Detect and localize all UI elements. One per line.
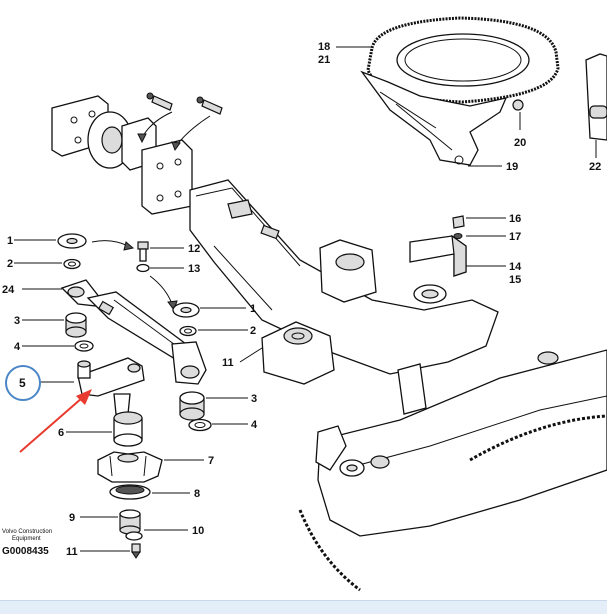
bolt-20 [512, 99, 524, 111]
lower-bracket [261, 321, 335, 385]
callout-16: 16 [509, 213, 521, 225]
bushing-3a [65, 312, 87, 338]
bolt-11 [131, 543, 141, 559]
part-22-edge [585, 53, 607, 141]
callout-1: 1 [7, 235, 13, 247]
bracket-block [141, 139, 193, 215]
bolt-pair-top [146, 92, 223, 115]
callout-8: 8 [194, 488, 200, 500]
callout-17: 17 [509, 231, 521, 243]
exploded-parts-diagram: 1 2 24 3 4 5 6 7 8 9 10 11 12 13 1 2 11 … [2, 16, 607, 592]
callout-11: 11 [222, 357, 234, 369]
spline-6 [113, 411, 143, 447]
caption-code: G0008435 [2, 546, 49, 557]
ring-gear-assembly [360, 16, 560, 166]
pivot-housing [319, 239, 377, 303]
ring-gear-bracket [360, 70, 508, 166]
callout-14: 14 [509, 261, 522, 273]
red-arrow [19, 389, 92, 453]
washer-13 [136, 263, 150, 273]
hydraulic-cylinder [86, 291, 207, 385]
washer-1b [172, 302, 200, 318]
callout-24: 24 [2, 284, 15, 296]
shim-8 [109, 484, 151, 500]
callout-labels: 1 2 24 3 4 5 6 7 8 9 10 11 12 13 1 2 11 … [2, 41, 601, 558]
bolt-12 [137, 241, 149, 262]
chassis-gear-arc-low [298, 509, 361, 592]
callout-19: 19 [506, 161, 518, 173]
bracket-14-15 [409, 215, 467, 277]
steering-arm-5 [77, 357, 145, 415]
washer-4b [188, 418, 212, 432]
callout-6: 6 [58, 427, 64, 439]
highlight-circle [5, 365, 41, 401]
chassis-gear-arc [469, 414, 607, 462]
callout-3: 3 [251, 393, 257, 405]
washer-4a [74, 340, 94, 352]
washer-2b [179, 325, 197, 337]
ring-gear-bore [404, 38, 522, 82]
callout-2: 2 [7, 258, 13, 270]
callout-1: 1 [250, 303, 256, 315]
pinion-gear-7 [97, 451, 163, 483]
callout-2: 2 [250, 325, 256, 337]
callout-10: 10 [192, 525, 204, 537]
bottom-bar [0, 600, 607, 614]
callout-4: 4 [14, 341, 21, 353]
callout-15: 15 [509, 274, 521, 286]
callout-9: 9 [69, 512, 75, 524]
caption: Volvo Construction Equipment G0008435 [2, 529, 52, 557]
chassis-frame [298, 349, 607, 592]
callout-7: 7 [208, 455, 214, 467]
caption-line1: Volvo Construction [2, 529, 52, 535]
callout-20: 20 [514, 137, 526, 149]
washer-2a [63, 258, 81, 270]
caption-line2: Equipment [12, 536, 41, 542]
axle-frame [189, 179, 499, 385]
bushing-3b [179, 391, 205, 421]
frame-slot [227, 199, 253, 219]
callout-12: 12 [188, 243, 200, 255]
callout-18: 18 [318, 41, 330, 53]
callout-11: 11 [66, 546, 78, 558]
washer-1a [57, 233, 87, 249]
callout-5: 5 [19, 376, 26, 390]
chassis-main [317, 349, 607, 537]
callout-21: 21 [318, 54, 330, 66]
flange-assembly [51, 92, 223, 215]
callout-13: 13 [188, 263, 200, 275]
callout-4: 4 [251, 419, 258, 431]
part-22-slot [589, 105, 607, 119]
callout-3: 3 [14, 315, 20, 327]
bearing-9 [119, 509, 141, 535]
nut-10 [125, 531, 143, 541]
callout-22: 22 [589, 161, 601, 173]
leader-lines [14, 46, 597, 552]
ring-gear-inner [396, 33, 530, 87]
